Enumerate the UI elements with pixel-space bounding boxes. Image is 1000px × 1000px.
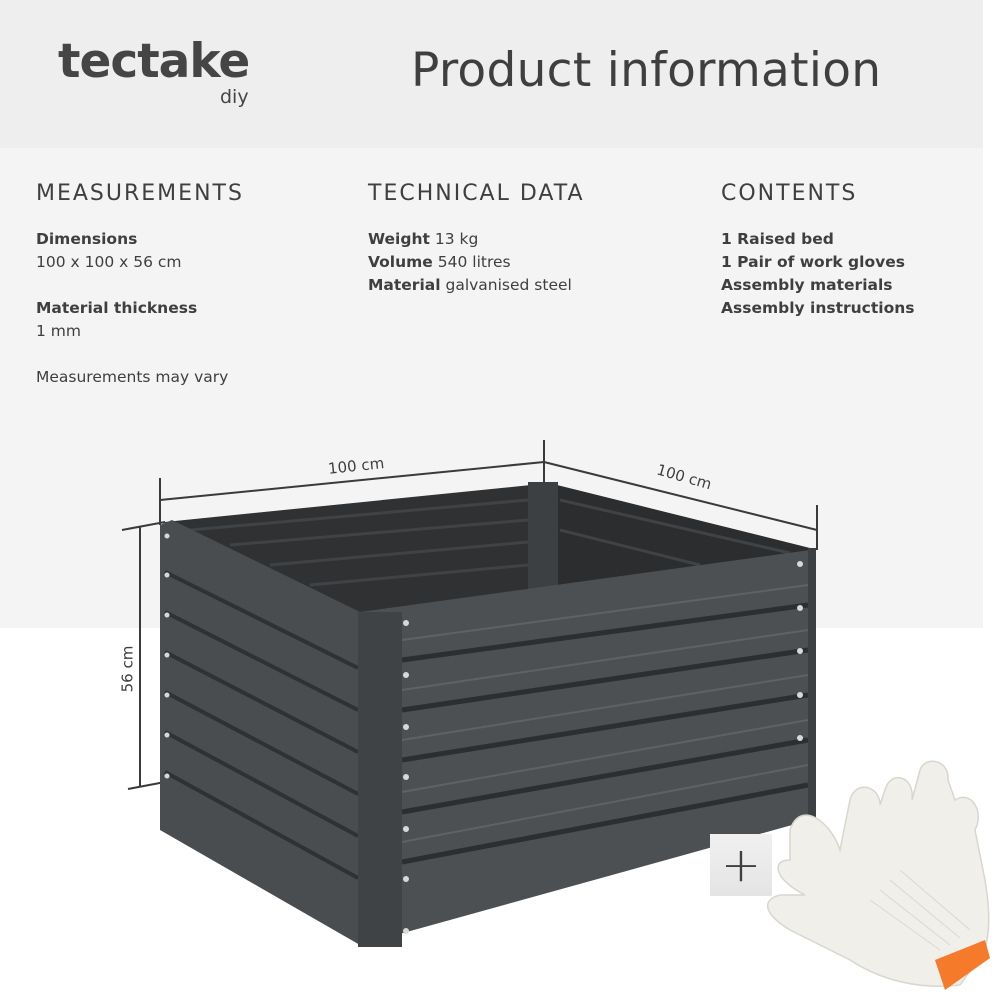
- dimensions-value: 100 x 100 x 56 cm: [36, 253, 182, 271]
- brand-logo: tectake diy: [58, 34, 250, 107]
- work-gloves-image: [766, 760, 990, 990]
- tech-row-weight: Weight 13 kg: [368, 228, 585, 251]
- contents-heading: CONTENTS: [721, 181, 858, 206]
- tech-value: 540 litres: [437, 253, 511, 271]
- front-corner-post: [358, 612, 402, 947]
- tech-value: 13 kg: [434, 230, 479, 248]
- header-band: [0, 0, 983, 148]
- contents-item: Assembly materials: [721, 276, 893, 294]
- measurements-note: Measurements may vary: [36, 368, 229, 386]
- technical-data-section: TECHNICAL DATA Weight 13 kg Volume 540 l…: [368, 183, 585, 297]
- contents-item: Assembly instructions: [721, 299, 915, 317]
- front-wall-highlights: [401, 584, 809, 843]
- brand-sub: diy: [220, 86, 249, 108]
- tech-label: Material: [368, 276, 441, 294]
- dimensions-label: Dimensions: [36, 230, 138, 248]
- plus-icon: +: [720, 837, 762, 893]
- left-side-wall: [160, 520, 360, 945]
- contents-item: 1 Pair of work gloves: [721, 253, 905, 271]
- left-wall-ribs: [164, 570, 359, 880]
- contents-item: 1 Raised bed: [721, 230, 834, 248]
- tech-label: Weight: [368, 230, 430, 248]
- tech-row-volume: Volume 540 litres: [368, 251, 585, 274]
- tech-label: Volume: [368, 253, 433, 271]
- brand-name: tectake: [58, 34, 250, 89]
- back-wall-ribs: [189, 498, 791, 587]
- thickness-label: Material thickness: [36, 299, 198, 317]
- technical-heading: TECHNICAL DATA: [368, 181, 585, 206]
- plus-badge: +: [710, 834, 772, 896]
- thickness-value: 1 mm: [36, 322, 81, 340]
- back-corner-post: [528, 482, 558, 597]
- rivets: [164, 533, 803, 934]
- measurements-heading: MEASUREMENTS: [36, 181, 244, 206]
- front-wall-ribs: [401, 602, 809, 865]
- tech-row-material: Material galvanised steel: [368, 274, 585, 297]
- measurements-section: MEASUREMENTS Dimensions 100 x 100 x 56 c…: [36, 183, 244, 389]
- contents-section: CONTENTS 1 Raised bed 1 Pair of work glo…: [721, 183, 915, 320]
- tech-value: galvanised steel: [445, 276, 572, 294]
- dimension-lines: [121, 440, 818, 790]
- right-corner-post: [808, 548, 816, 820]
- page-title: Product information: [411, 43, 882, 98]
- height-dimension-label: 56 cm: [118, 645, 137, 693]
